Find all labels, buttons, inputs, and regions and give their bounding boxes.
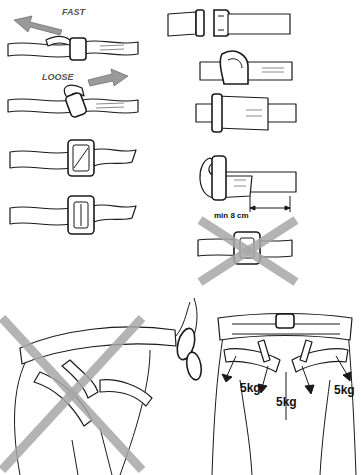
- square-buckle: [10, 196, 136, 234]
- buckle-step: [196, 94, 296, 132]
- weight-label: 5kg: [276, 396, 297, 408]
- fast-buckle: [8, 16, 138, 60]
- action-label: LOOSE: [42, 73, 74, 82]
- harness-front: [2, 298, 203, 475]
- weight-label: 5kg: [334, 384, 355, 396]
- buckle-step: [200, 51, 292, 84]
- loose-buckle: [8, 69, 138, 118]
- wrong-buckle: [198, 220, 296, 282]
- dimension-label: min 8 cm: [214, 212, 249, 220]
- square-buckle: [10, 140, 136, 176]
- folded-strap: [200, 156, 296, 212]
- weight-label: 5kg: [240, 382, 261, 394]
- action-label: FAST: [62, 8, 85, 17]
- harness-back: [212, 314, 356, 475]
- buckle-parts: [168, 10, 290, 36]
